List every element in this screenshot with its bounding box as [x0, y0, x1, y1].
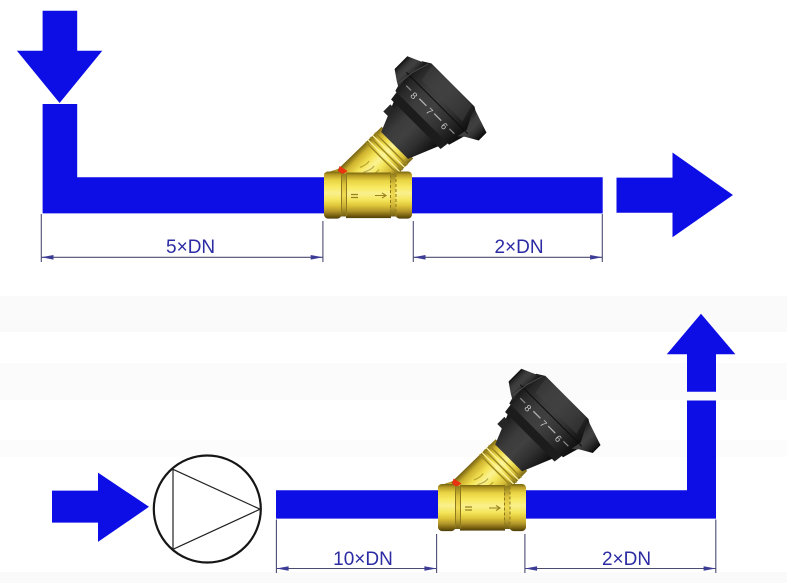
svg-text:2×DN: 2×DN	[602, 549, 651, 570]
svg-text:5×DN: 5×DN	[166, 237, 215, 258]
svg-text:2×DN: 2×DN	[494, 237, 543, 258]
svg-text:10×DN: 10×DN	[333, 549, 393, 570]
